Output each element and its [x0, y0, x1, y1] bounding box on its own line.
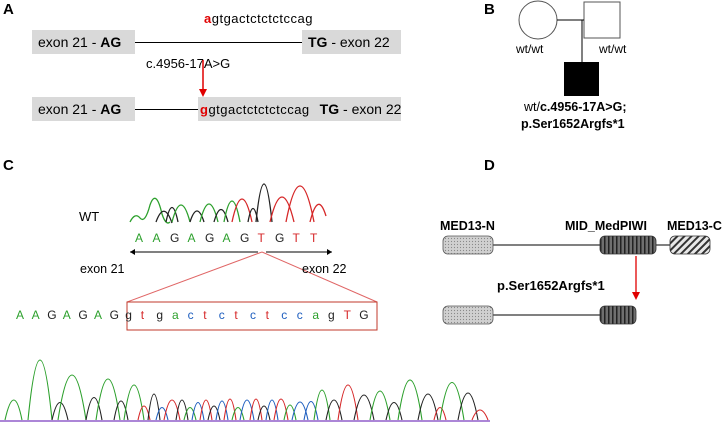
base-call: t [234, 308, 238, 322]
pedigree [518, 0, 621, 96]
wt-chromatogram [129, 183, 327, 224]
mother-genotype: wt/wt [516, 42, 544, 56]
base-call: c [187, 308, 194, 322]
mutant-chromatogram [0, 359, 490, 422]
intron-seq-top: agtgactctctctccag [204, 11, 313, 26]
base-call: G [275, 231, 285, 245]
base-call: T [292, 231, 300, 245]
base-call: G [78, 308, 88, 322]
proband-genotype: wt/c.4956-17A>G; [524, 100, 627, 114]
base-call: A [222, 231, 231, 245]
father-genotype: wt/wt [599, 42, 627, 56]
base-call: c [218, 308, 225, 322]
base-call: g [125, 308, 132, 322]
exon22-box-top: TG - exon 22 [302, 30, 401, 54]
label-med13n: MED13-N [440, 219, 495, 233]
panel-label-b: B [484, 1, 495, 18]
mother-symbol [518, 0, 558, 40]
base-call: G [170, 231, 180, 245]
base-call: c [281, 308, 288, 322]
base-call: G [47, 308, 57, 322]
base-call: T [310, 231, 318, 245]
exon21-label: exon 21 [80, 262, 125, 276]
intron-insertion-box [126, 301, 378, 331]
domain-mid-medpiwi-full [599, 235, 657, 255]
protein-schematic [442, 235, 711, 325]
base-call: G [240, 231, 250, 245]
exon21-box-top: exon 21 - AG [32, 30, 135, 54]
exon21-box-bottom: exon 21 - AG [32, 97, 135, 121]
base-call: a [312, 308, 320, 322]
intron-line-bottom [135, 109, 200, 110]
domain-med13n-full [442, 235, 494, 255]
base-call: A [135, 231, 144, 245]
zoom-lines [126, 251, 378, 331]
intron-line-top [135, 42, 302, 43]
base-call: a [172, 308, 179, 322]
base-call: T [257, 231, 265, 245]
base-call: G [109, 308, 119, 322]
father-symbol [583, 1, 621, 39]
base-call: A [16, 308, 25, 322]
base-call: t [265, 308, 269, 322]
domain-med13n-truncated [442, 305, 494, 325]
label-mid-medpiwi: MID_MedPIWI [565, 219, 647, 233]
base-call: G [205, 231, 215, 245]
base-call: A [31, 308, 40, 322]
exon22-label: exon 22 [302, 262, 347, 276]
panel-label-d: D [484, 157, 495, 174]
label-med13c: MED13-C [667, 219, 722, 233]
variant-label: p.Ser1652Argfs*1 [497, 278, 605, 293]
mutation-arrow [199, 60, 207, 97]
base-call: A [152, 231, 161, 245]
base-call: g [156, 308, 164, 322]
mutation-label: c.4956-17A>G [146, 56, 231, 71]
base-call: c [250, 308, 256, 322]
base-call: A [62, 308, 71, 322]
exon-boundary-arrows [130, 249, 332, 255]
base-call: G [359, 308, 369, 322]
domain-mid-medpiwi-truncated [599, 305, 637, 325]
domain-med13c-full [669, 235, 711, 255]
proband-protein-change: p.Ser1652Argfs*1 [521, 117, 625, 131]
panel-label-a: A [3, 1, 14, 18]
base-call: t [140, 308, 145, 322]
proband-symbol [564, 62, 599, 96]
wt-label: WT [79, 209, 100, 224]
base-call: T [343, 308, 351, 322]
base-call: A [94, 308, 103, 322]
base-call: g [328, 308, 335, 322]
base-call: t [203, 308, 207, 322]
base-call: A [187, 231, 196, 245]
panel-label-c: C [3, 157, 14, 174]
base-call: c [296, 308, 303, 322]
